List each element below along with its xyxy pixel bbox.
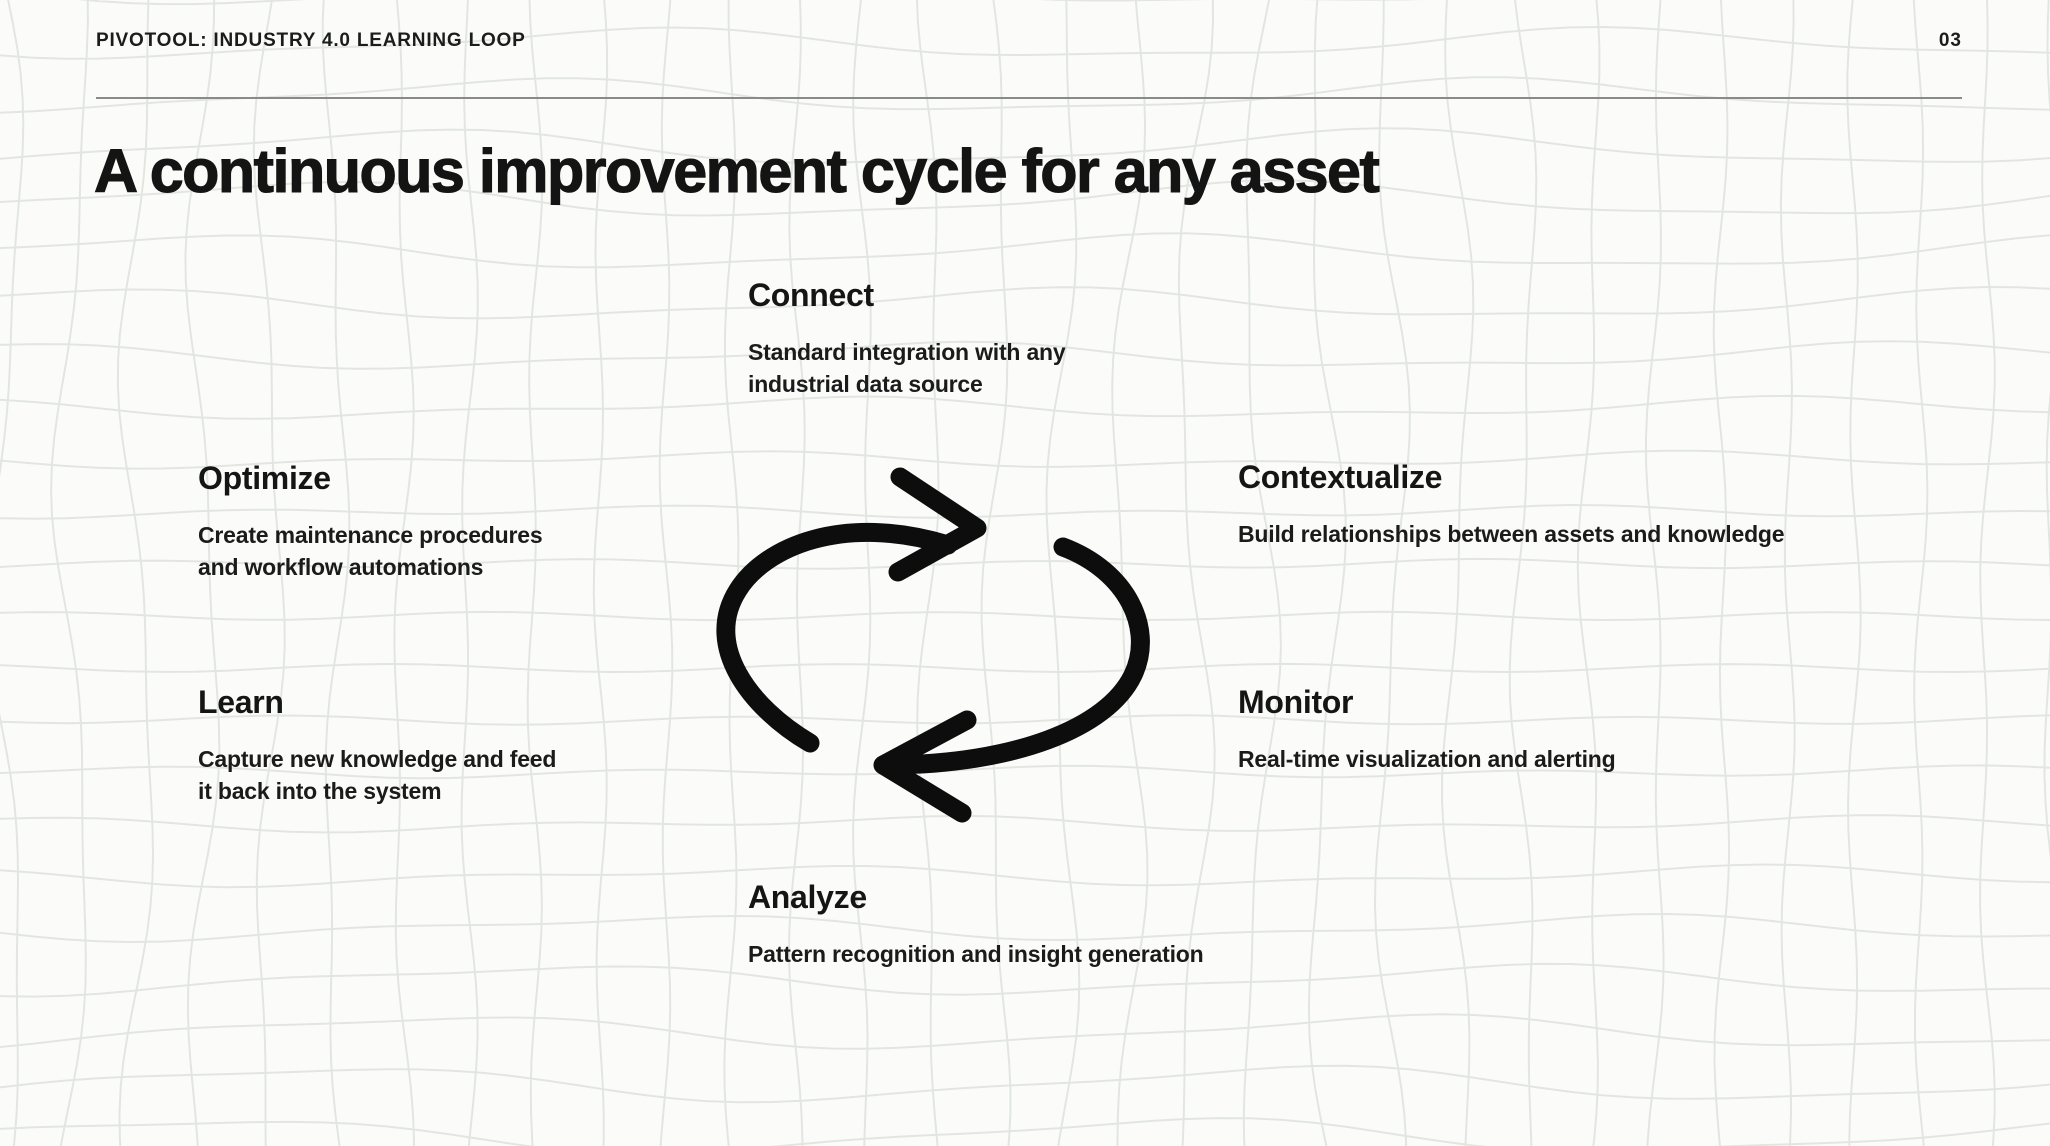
step-connect: Connect Standard integration with any in…	[748, 276, 1066, 400]
page-title: A continuous improvement cycle for any a…	[93, 137, 1380, 205]
step-description-line: Create maintenance procedures	[198, 522, 543, 548]
step-description-line: it back into the system	[198, 778, 442, 804]
step-description-line: Build relationships between assets and k…	[1238, 521, 1785, 547]
step-description: Standard integration with any industrial…	[748, 336, 1066, 400]
step-heading: Contextualize	[1238, 459, 1443, 495]
step-description-line: and workflow automations	[198, 554, 484, 580]
step-description-line: Standard integration with any	[748, 339, 1066, 365]
step-optimize: Optimize Create maintenance procedures a…	[198, 459, 543, 583]
step-description: Real-time visualization and alerting	[1238, 743, 1616, 775]
step-heading: Optimize	[198, 460, 331, 496]
step-monitor: Monitor Real-time visualization and aler…	[1238, 683, 1616, 775]
header-label: PIVOTOOL: INDUSTRY 4.0 LEARNING LOOP	[96, 30, 526, 51]
step-description-line: Real-time visualization and alerting	[1238, 746, 1616, 772]
step-description-line: industrial data source	[748, 371, 983, 397]
step-analyze: Analyze Pattern recognition and insight …	[748, 878, 1204, 970]
step-heading: Monitor	[1238, 684, 1354, 720]
step-heading: Analyze	[748, 879, 867, 915]
step-description: Build relationships between assets and k…	[1238, 518, 1785, 550]
step-description: Capture new knowledge and feed it back i…	[198, 743, 556, 807]
step-learn: Learn Capture new knowledge and feed it …	[198, 683, 556, 807]
step-heading: Connect	[748, 277, 874, 313]
step-description-line: Pattern recognition and insight generati…	[748, 941, 1204, 967]
page-number: 03	[1938, 30, 1962, 51]
cycle-arrows-icon	[716, 467, 1150, 823]
step-contextualize: Contextualize Build relationships betwee…	[1238, 458, 1785, 550]
step-description: Create maintenance procedures and workfl…	[198, 519, 543, 583]
header-divider	[96, 97, 1962, 99]
step-heading: Learn	[198, 684, 284, 720]
step-description: Pattern recognition and insight generati…	[748, 938, 1204, 970]
step-description-line: Capture new knowledge and feed	[198, 746, 557, 772]
